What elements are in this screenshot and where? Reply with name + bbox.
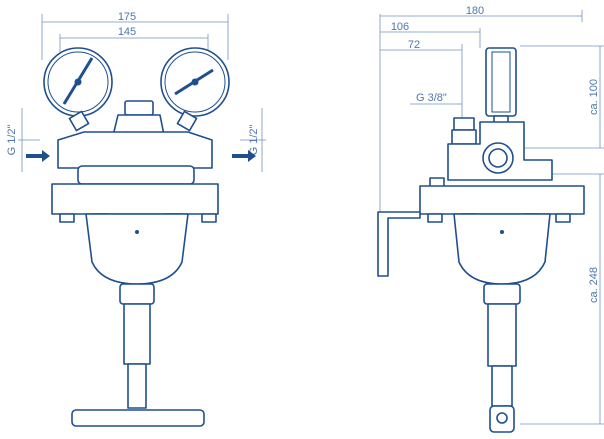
- port-thread-dimension: G 3/8": [410, 92, 462, 105]
- dimension-ca-248: ca. 248: [520, 173, 604, 425]
- dimension-106-label: 106: [391, 21, 409, 33]
- outlet-thread-label: G 1/2": [248, 125, 260, 156]
- regulator-body: [51, 100, 219, 285]
- outlet-arrow-icon: [232, 150, 256, 162]
- dimension-ca-248-label: ca. 248: [588, 267, 600, 303]
- inlet-thread-label: G 1/2": [6, 125, 18, 156]
- mounting-bracket: [377, 211, 421, 277]
- dimension-ca-100-label: ca. 100: [588, 79, 600, 115]
- dimension-145: 145: [59, 26, 209, 52]
- inlet-arrow-icon: [26, 150, 50, 162]
- right-pressure-gauge: [160, 47, 230, 132]
- dimension-175-label: 175: [118, 11, 136, 23]
- side-view: 180 106 72 G 3/8" ca. 100: [377, 5, 604, 433]
- port-thread-label: G 3/8": [416, 92, 447, 104]
- left-pressure-gauge: [43, 47, 113, 132]
- dimension-180-label: 180: [466, 5, 484, 17]
- side-adjusting-handle: [483, 283, 521, 433]
- dimension-72: 72: [380, 39, 463, 118]
- dimension-145-label: 145: [118, 26, 136, 38]
- front-view: 175 145 G 1/2": [6, 11, 266, 427]
- outlet-thread-dimension: G 1/2": [232, 108, 266, 172]
- adjusting-handle: [71, 283, 205, 427]
- dimension-ca-100: ca. 100: [520, 45, 604, 149]
- dimension-72-label: 72: [408, 39, 420, 51]
- dimension-175: 175: [41, 11, 229, 60]
- dimension-106: 106: [380, 21, 481, 48]
- side-regulator-body: [419, 121, 585, 285]
- side-pressure-gauge: [485, 47, 517, 131]
- port-fitting: [451, 117, 477, 145]
- inlet-thread-dimension: G 1/2": [6, 108, 50, 172]
